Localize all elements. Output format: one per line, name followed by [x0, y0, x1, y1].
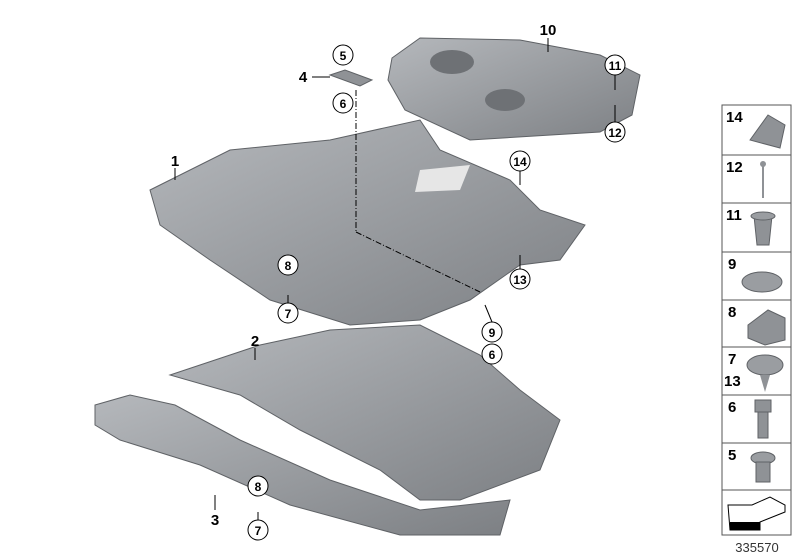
callout-9: 9: [489, 326, 496, 340]
part-10-hole: [430, 50, 474, 74]
legend-label-13: 13: [724, 373, 741, 390]
callout-5: 5: [340, 49, 347, 63]
legend-label-8: 8: [728, 304, 736, 321]
callout-7: 7: [285, 307, 292, 321]
legend-label-9: 9: [728, 256, 736, 273]
legend-label-6: 6: [728, 399, 736, 416]
part-2-underbody-panel: [168, 324, 561, 501]
part-1-underbody-panel: [149, 119, 586, 326]
callout-14: 14: [513, 155, 527, 169]
fastener-legend: 14 12 11 9 8 7 13 6 5: [721, 104, 792, 536]
hex-bolt-icon: [754, 399, 772, 413]
callout-8: 8: [285, 259, 292, 273]
legend-label-11: 11: [726, 207, 742, 224]
part-4-bracket: [328, 69, 374, 87]
spring-nut-icon: [747, 309, 786, 346]
part-10-hole: [485, 89, 525, 111]
callout-7: 7: [255, 524, 262, 538]
part-10-cover: [387, 37, 641, 141]
callout-6: 6: [340, 97, 347, 111]
part-3-front-panel: [94, 394, 511, 536]
callout-12: 12: [608, 126, 622, 140]
diagram-number: 335570: [735, 540, 779, 555]
leader-lines: [174, 38, 616, 520]
callout-10: 10: [540, 22, 557, 39]
callout-11: 11: [609, 59, 622, 73]
screw-washer-icon: [746, 354, 784, 376]
callout-6: 6: [489, 348, 496, 362]
washer-icon: [741, 271, 783, 293]
part-1-opening: [415, 165, 470, 192]
legend-label-7: 7: [728, 351, 736, 368]
callout-8: 8: [255, 480, 262, 494]
callout-1: 1: [171, 153, 179, 170]
legend-label-5: 5: [728, 447, 736, 464]
callout-2: 2: [251, 333, 259, 350]
legend-label-14: 14: [726, 109, 743, 126]
callout-13: 13: [513, 273, 527, 287]
assembly-line: [355, 231, 481, 293]
clip-nut-icon: [749, 114, 786, 149]
callouts: 10 11 12 5 4 6 1 14 13 8 7 9 6 2 3 8 7: [171, 22, 626, 541]
callout-4: 4: [299, 69, 308, 86]
callout-3: 3: [211, 512, 219, 529]
legend-label-12: 12: [726, 159, 743, 176]
